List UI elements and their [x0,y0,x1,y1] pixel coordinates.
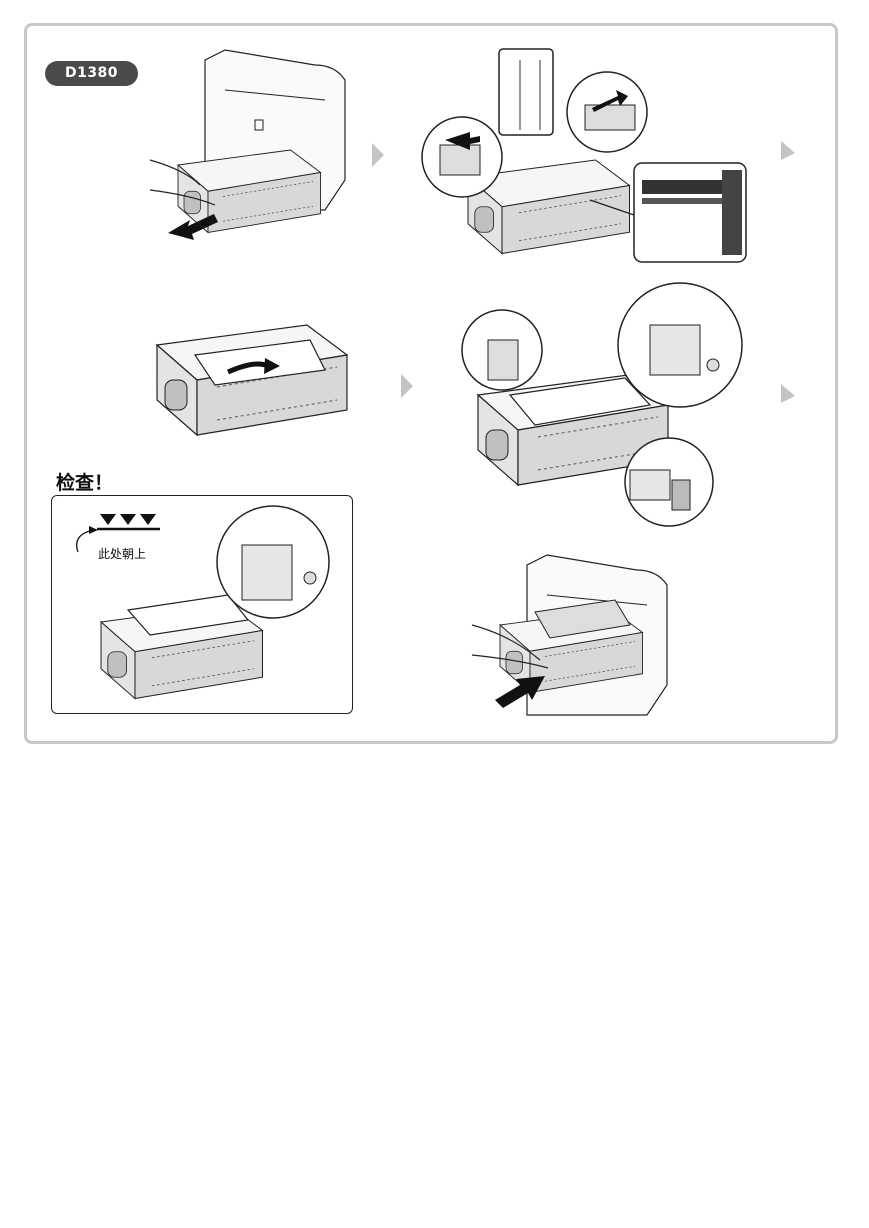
step2-illustration [421,48,747,263]
right-arrow-icon [401,374,413,398]
step5-illustration [471,554,668,716]
instruction-panel-frame [24,23,838,744]
down-left-arrow-icon [781,141,795,160]
right-arrow-icon [372,143,384,167]
face-up-label: 此处朝上 [98,547,147,561]
check-box [51,495,353,714]
step4-illustration [461,282,743,527]
triangle-marks-icon [76,514,160,553]
down-left-arrow-icon [781,384,795,403]
step3-illustration [156,324,348,436]
check-illustration [100,505,330,700]
step1-illustration [149,49,346,240]
model-badge: D1380 [45,61,138,86]
check-heading: 检查！ [56,472,114,494]
